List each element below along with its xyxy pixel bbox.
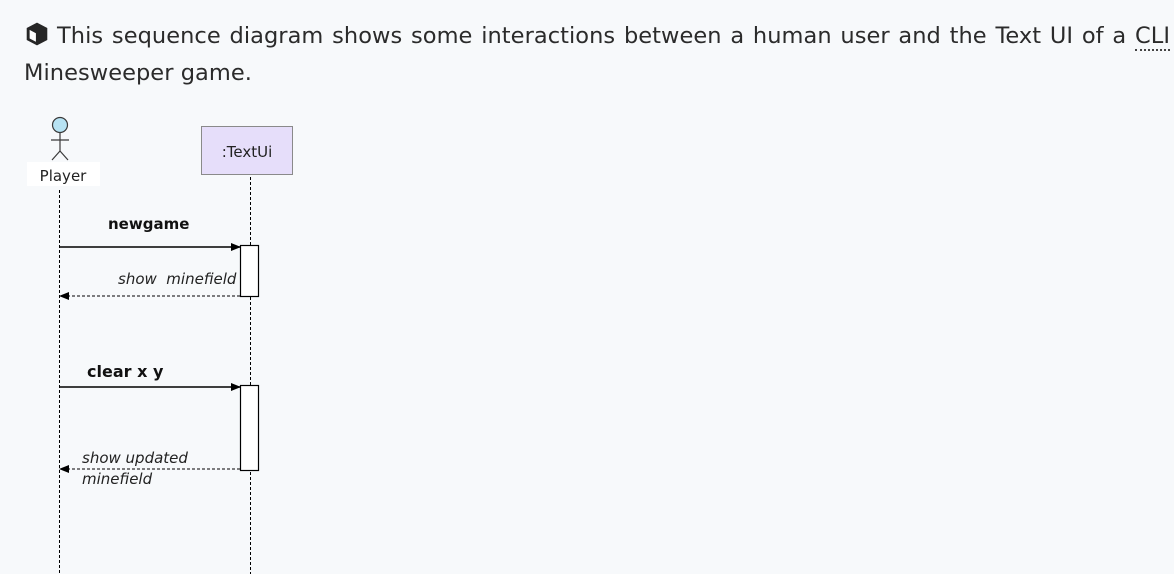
message-clear: clear x y — [60, 362, 241, 391]
intro-tail-text: Minesweeper game. — [24, 60, 252, 86]
actor-label-box — [27, 162, 100, 186]
activation-bar-1 — [239, 244, 260, 298]
activation-bar-2 — [239, 384, 260, 472]
participant-box — [201, 126, 293, 175]
actor-leg-left — [51, 150, 61, 161]
message-label: newgame — [108, 215, 189, 233]
actor-label: Player — [40, 167, 88, 185]
textui-participant: :TextUi — [201, 126, 293, 175]
intro-lead-text: This sequence diagram shows some interac… — [57, 23, 1127, 49]
message-label: clear x y — [87, 362, 164, 381]
player-actor: Player — [27, 116, 100, 186]
actor-head — [51, 116, 69, 134]
return-show-updated-minefield: show updated minefield — [59, 449, 240, 488]
return-label-line1: show updated — [82, 449, 188, 467]
return-label-line2: minefield — [82, 470, 153, 488]
cli-abbreviation[interactable]: CLI — [1134, 23, 1171, 51]
return-label: show minefield — [118, 270, 237, 288]
participant-label: :TextUi — [222, 143, 273, 161]
message-newgame: newgame — [60, 215, 241, 251]
return-show-minefield: show minefield — [59, 270, 240, 300]
actor-leg-right — [59, 150, 69, 161]
intro-paragraph: This sequence diagram shows some interac… — [24, 18, 1171, 92]
box-icon — [26, 22, 48, 46]
